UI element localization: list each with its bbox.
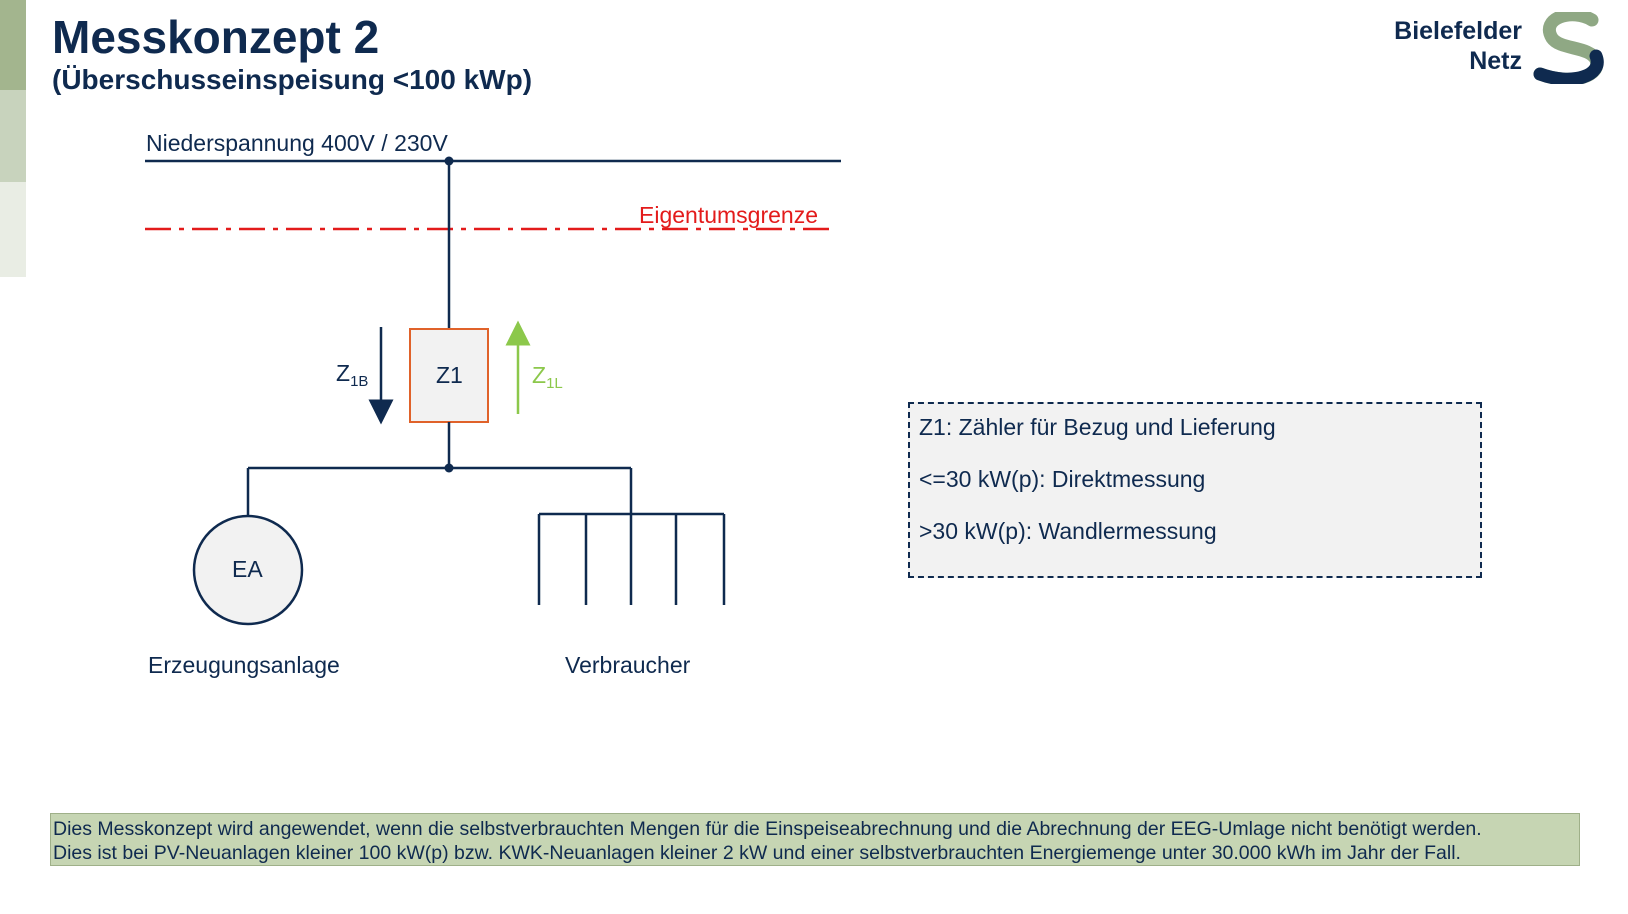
meter-z1-box (409, 328, 489, 423)
accent-bar-middle (0, 90, 26, 182)
page-title: Messkonzept 2 (52, 11, 380, 63)
meter-z1-label: Z1 (436, 362, 463, 388)
info-line-1: Z1: Zähler für Bezug und Lieferung (919, 414, 1276, 440)
info-line-3: >30 kW(p): Wandlermessung (919, 518, 1217, 544)
footer-line-2: Dies ist bei PV-Neuanlagen kleiner 100 k… (53, 842, 1461, 864)
feed-in-arrow-label: Z1L (532, 362, 563, 392)
company-logo: Bielefelder Netz (1370, 12, 1610, 84)
accent-bar-bottom (0, 182, 26, 277)
page-subtitle: (Überschusseinspeisung <100 kWp) (52, 64, 533, 95)
bielefelder-netz-s-logo-icon (1533, 12, 1604, 84)
footer-line-1: Dies Messkonzept wird angewendet, wenn d… (53, 818, 1482, 840)
generator-label: EA (232, 556, 263, 582)
generator-caption: Erzeugungsanlage (148, 652, 340, 678)
accent-bar-top (0, 0, 26, 90)
generator-symbol (192, 514, 304, 626)
feed-in-arrow-label-sub: 1L (546, 375, 563, 392)
supply-arrow-label-main: Z (336, 360, 351, 386)
feed-in-arrow-label-main: Z (532, 362, 547, 388)
footer-note: Dies Messkonzept wird angewendet, wenn d… (50, 813, 1580, 866)
meter-info-box: Z1: Zähler für Bezug und Lieferung <=30 … (908, 402, 1482, 578)
supply-arrow-label-sub: 1B (350, 373, 369, 390)
consumer-caption: Verbraucher (565, 652, 691, 678)
grid-voltage-label: Niederspannung 400V / 230V (146, 130, 448, 156)
supply-arrow-label: Z1B (336, 360, 368, 390)
ownership-boundary-label: Eigentumsgrenze (639, 202, 818, 228)
logo-text: Bielefelder Netz (1394, 16, 1522, 76)
info-line-2: <=30 kW(p): Direktmessung (919, 466, 1206, 492)
logo-text-line2: Netz (1469, 47, 1522, 75)
logo-text-line1: Bielefelder (1394, 17, 1522, 45)
